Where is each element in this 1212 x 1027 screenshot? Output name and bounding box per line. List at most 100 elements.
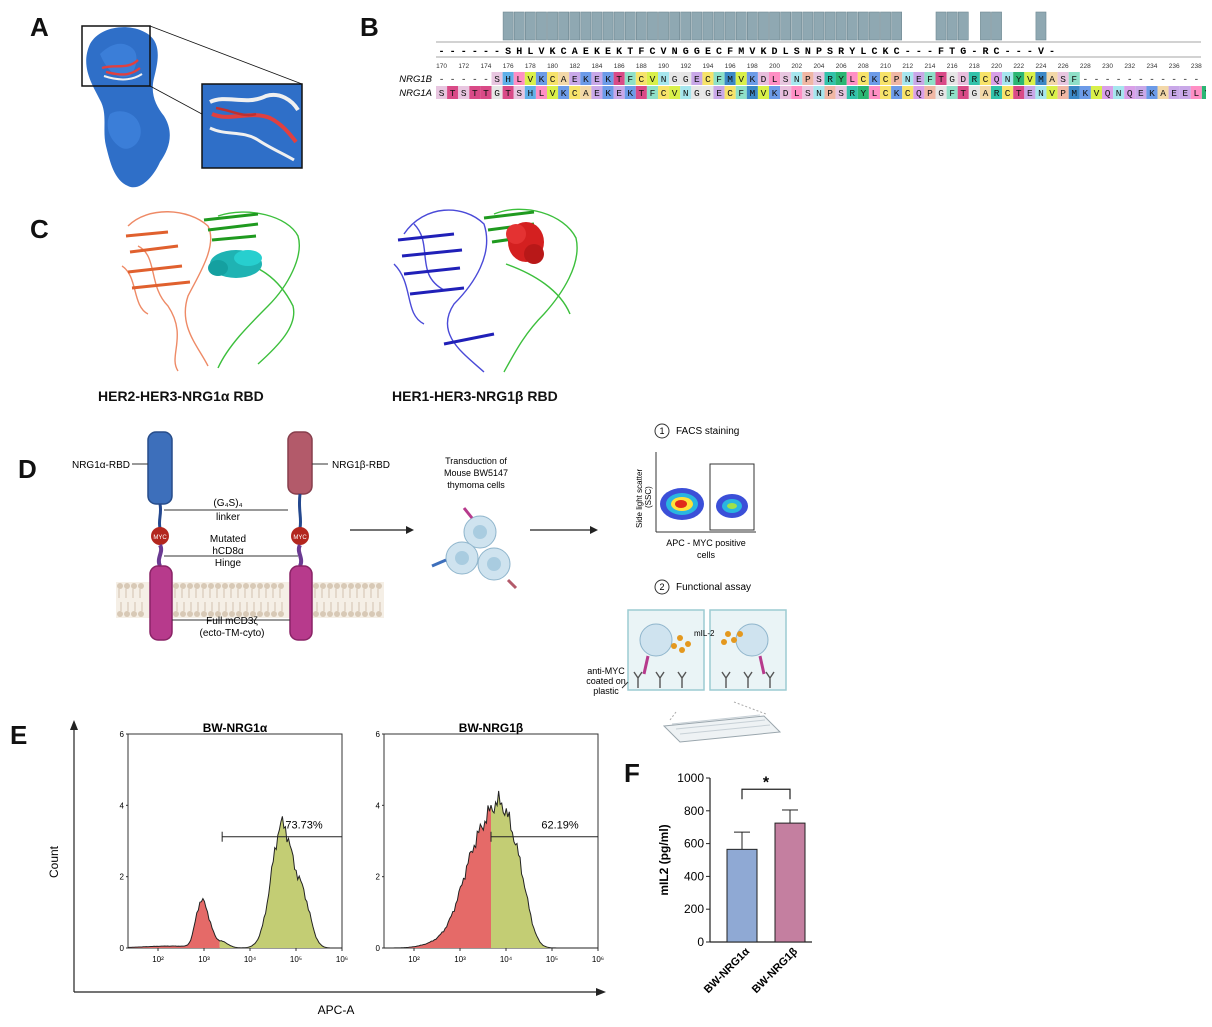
consensus-residue: H — [516, 47, 522, 58]
residue-letter: C — [550, 74, 556, 85]
residue-letter: C — [661, 88, 667, 99]
conservation-bar — [603, 12, 613, 40]
position-tick: 238 — [1191, 63, 1202, 70]
consensus-residue: L — [527, 47, 533, 58]
consensus-residue: S — [505, 47, 511, 58]
residue-letter: N — [683, 88, 689, 99]
consensus-residue: - — [905, 47, 911, 58]
residue-letter: E — [572, 74, 578, 85]
conservation-bar — [858, 12, 868, 40]
residue-letter: C — [905, 88, 911, 99]
lipid-head — [257, 611, 263, 617]
residue-letter: L — [516, 74, 522, 85]
residue-letter: F — [627, 74, 633, 85]
residue-letter: C — [638, 74, 644, 85]
y-tick-label: 800 — [684, 804, 704, 818]
lipid-head — [138, 583, 144, 589]
x-tick-label: 10⁶ — [592, 955, 604, 964]
residue-letter: F — [650, 88, 656, 99]
svg-text:APC - MYC positive: APC - MYC positive — [666, 538, 746, 548]
gate-percentage: 62.19% — [541, 820, 579, 832]
residue-letter: G — [672, 74, 678, 85]
residue-letter: G — [949, 74, 955, 85]
conservation-bar — [647, 12, 657, 40]
residue-letter: T — [638, 88, 644, 99]
residue-letter: Y — [860, 88, 866, 99]
conservation-bar — [803, 12, 813, 40]
residue-letter: V — [1027, 74, 1033, 85]
position-tick: 182 — [569, 63, 580, 70]
residue-letter: - — [1127, 74, 1133, 85]
lipid-head — [327, 583, 333, 589]
svg-text:MYC: MYC — [293, 535, 307, 541]
consensus-residue: S — [794, 47, 800, 58]
svg-text:MYC: MYC — [153, 535, 167, 541]
position-tick: 192 — [680, 63, 691, 70]
caption-her1-her3: HER1-HER3-NRG1β RBD — [392, 388, 558, 404]
residue-letter: S — [461, 88, 467, 99]
y-tick-label: 4 — [120, 801, 125, 810]
consensus-residue: - — [439, 47, 445, 58]
residue-letter: - — [1138, 74, 1144, 85]
position-tick: 226 — [1058, 63, 1069, 70]
consensus-residue: C — [871, 47, 877, 58]
conservation-bar — [581, 12, 591, 40]
panel-label-d: D — [18, 454, 37, 485]
lipid-head — [341, 583, 347, 589]
residue-letter: Q — [916, 88, 922, 99]
panel-label-c: C — [30, 214, 49, 245]
conservation-bar — [736, 12, 746, 40]
conservation-bar — [703, 12, 713, 40]
residue-letter: M — [749, 88, 755, 99]
residue-letter: C — [572, 88, 578, 99]
residue-letter: D — [960, 74, 966, 85]
lipid-head — [348, 611, 354, 617]
residue-letter: P — [1060, 88, 1066, 99]
sequence-name: NRG1B — [399, 74, 432, 85]
residue-letter: M — [1038, 74, 1044, 85]
consensus-residue: K — [550, 47, 556, 58]
conservation-bar — [980, 12, 990, 40]
residue-letter: P — [805, 74, 811, 85]
consensus-residue: - — [461, 47, 467, 58]
lipid-head — [355, 611, 361, 617]
residue-letter: S — [838, 88, 844, 99]
position-tick: 218 — [969, 63, 980, 70]
lipid-head — [369, 583, 375, 589]
svg-text:Hinge: Hinge — [215, 558, 242, 569]
x-tick-label: 10⁵ — [290, 955, 302, 964]
conservation-bar — [814, 12, 824, 40]
residue-letter: - — [483, 74, 489, 85]
consensus-residue: - — [483, 47, 489, 58]
residue-letter: S — [439, 88, 445, 99]
residue-letter: - — [1182, 74, 1188, 85]
residue-letter: A — [1160, 88, 1166, 99]
residue-letter: G — [494, 88, 500, 99]
residue-letter: N — [661, 74, 667, 85]
consensus-residue: - — [1016, 47, 1022, 58]
residue-letter: P — [894, 74, 900, 85]
residue-letter: R — [827, 74, 833, 85]
count-axis-label: Count — [47, 845, 61, 878]
consensus-residue: - — [971, 47, 977, 58]
svg-text:anti-MYC: anti-MYC — [587, 666, 625, 676]
conservation-bar — [681, 12, 691, 40]
residue-letter: C — [1005, 88, 1011, 99]
residue-letter: G — [971, 88, 977, 99]
position-tick: 230 — [1102, 63, 1113, 70]
residue-letter: V — [761, 88, 767, 99]
y-tick-label: 6 — [376, 730, 381, 739]
position-tick: 204 — [814, 63, 825, 70]
consensus-residue: G — [694, 47, 700, 58]
y-tick-label: 200 — [684, 902, 704, 916]
consensus-residue: E — [705, 47, 711, 58]
consensus-residue: G — [683, 47, 689, 58]
bar-1 — [727, 849, 757, 942]
x-tick-label: 10⁴ — [244, 955, 257, 964]
histogram-title: BW-NRG1β — [459, 721, 523, 735]
residue-letter: P — [927, 88, 933, 99]
consensus-residue: - — [494, 47, 500, 58]
residue-letter: K — [605, 74, 611, 85]
residue-letter: T — [960, 88, 966, 99]
histogram-1: BW-NRG1α024610²10³10⁴10⁵10⁶73.73% — [120, 721, 349, 964]
